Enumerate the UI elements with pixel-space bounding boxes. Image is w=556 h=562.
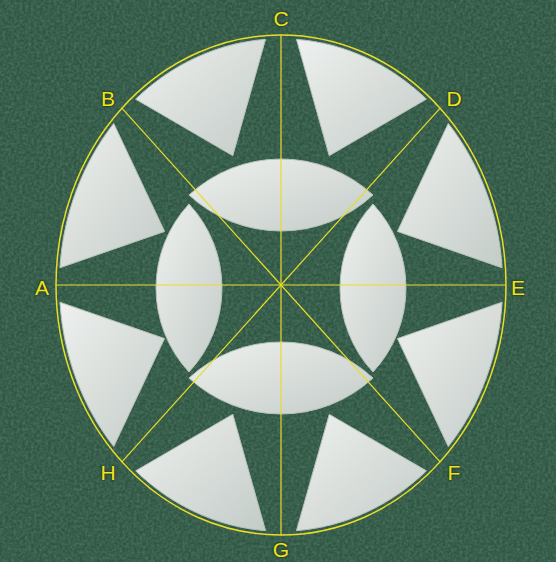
point-label: B <box>101 88 115 109</box>
marble-lens <box>156 204 222 372</box>
point-label: G <box>273 539 289 560</box>
marble-sector <box>296 39 426 155</box>
point-label: F <box>448 462 461 483</box>
point-label: H <box>100 462 115 483</box>
marble-sector <box>136 414 266 530</box>
marble-sector <box>60 302 165 446</box>
point-label: A <box>35 277 49 298</box>
marble-sector <box>397 302 502 446</box>
point-label: C <box>273 8 288 29</box>
point-label: D <box>446 88 461 109</box>
guide-ellipse <box>56 35 506 535</box>
marble-sector <box>296 414 426 530</box>
marble-sector <box>397 123 502 267</box>
point-label: E <box>511 277 525 298</box>
marble-sector <box>136 39 266 155</box>
guide-line <box>122 108 440 462</box>
marble-lens <box>340 204 406 372</box>
marble-sector <box>60 123 165 267</box>
